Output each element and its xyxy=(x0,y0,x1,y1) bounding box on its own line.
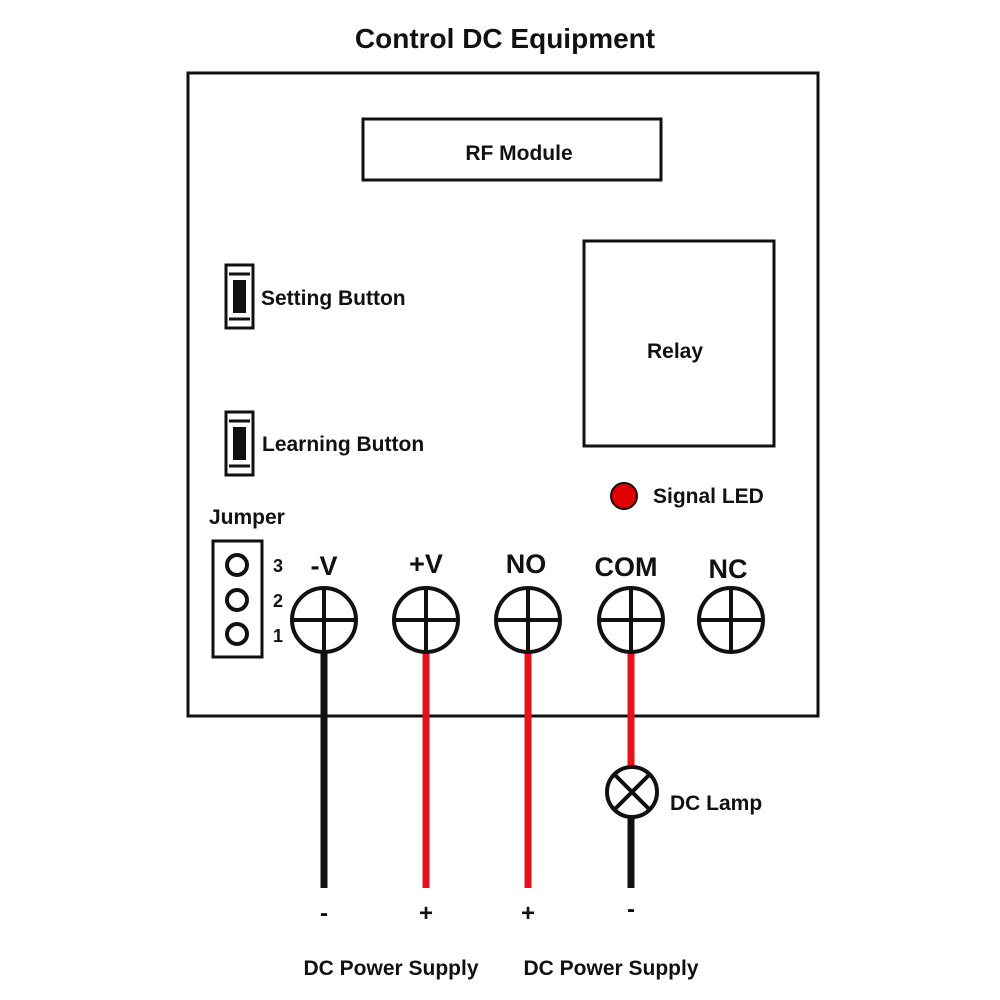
screw-terminal-icon xyxy=(494,586,562,654)
signal-led-icon xyxy=(610,482,638,510)
polarity-sign: - xyxy=(627,896,635,923)
screw-terminal-icon xyxy=(697,586,765,654)
terminal-neg-v: -V xyxy=(290,551,358,654)
setting-button: Setting Button xyxy=(224,263,406,330)
controller-board xyxy=(186,71,820,718)
dc-lamp: DC Lamp xyxy=(605,765,762,819)
power-supply-label: DC Power Supply xyxy=(523,957,698,980)
learning-button-label: Learning Button xyxy=(262,433,424,456)
jumper-pin-icon xyxy=(225,588,249,612)
terminal-label: NC xyxy=(709,554,748,584)
screw-terminal-icon xyxy=(392,586,460,654)
signal-led: Signal LED xyxy=(610,482,764,510)
lamp-icon xyxy=(605,765,659,819)
terminal-pos-v: +V xyxy=(392,549,460,654)
screw-terminal-icon xyxy=(597,586,665,654)
power-supply-label: DC Power Supply xyxy=(303,957,478,980)
relay: Relay xyxy=(582,239,776,448)
terminal-label: COM xyxy=(595,552,658,582)
terminal-com: COM xyxy=(595,552,665,654)
screw-terminal-icon xyxy=(290,586,358,654)
jumper-pin-icon xyxy=(225,553,249,577)
jumper-label: Jumper xyxy=(209,506,285,529)
terminal-nc: NC xyxy=(697,554,765,654)
terminal-label: +V xyxy=(409,549,443,579)
signal-led-label: Signal LED xyxy=(653,485,764,508)
jumper-pin-icon xyxy=(225,622,249,646)
push-button-icon xyxy=(224,263,255,330)
setting-button-label: Setting Button xyxy=(261,287,406,310)
push-button-icon xyxy=(224,410,255,477)
jumper-pin-label: 1 xyxy=(273,626,283,646)
polarity-sign: - xyxy=(320,900,328,927)
terminal-no: NO xyxy=(494,549,562,654)
learning-button: Learning Button xyxy=(224,410,424,477)
jumper-pin-label: 2 xyxy=(273,591,283,611)
dc-lamp-label: DC Lamp xyxy=(670,792,762,815)
terminal-label: -V xyxy=(311,551,338,581)
rf-module-label: RF Module xyxy=(465,142,572,165)
jumper: Jumper 3 2 1 xyxy=(209,506,285,659)
polarity-sign: + xyxy=(521,900,535,927)
terminal-label: NO xyxy=(506,549,547,579)
wires xyxy=(320,648,635,888)
jumper-pin-label: 3 xyxy=(273,556,283,576)
rf-module: RF Module xyxy=(361,117,663,182)
diagram-title: Control DC Equipment xyxy=(355,23,655,54)
polarity-sign: + xyxy=(419,900,433,927)
relay-label: Relay xyxy=(647,340,703,363)
